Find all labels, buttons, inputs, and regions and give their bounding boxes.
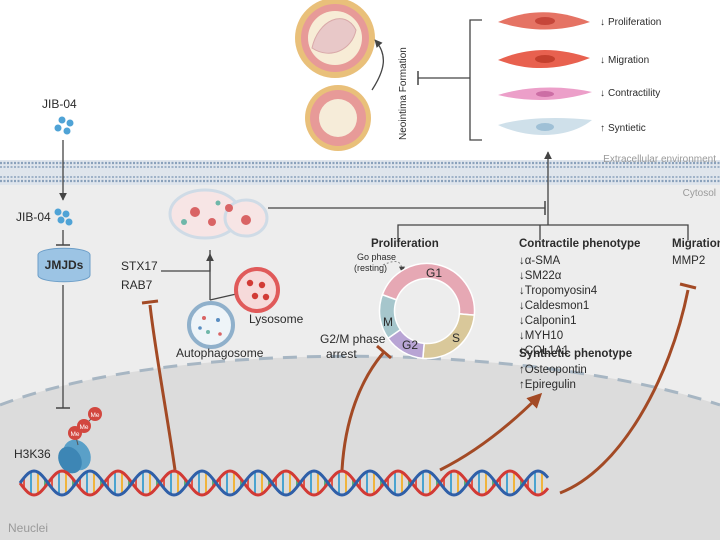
effect-migration-label: Migration (608, 55, 649, 66)
me-mark-3: Me (90, 412, 99, 419)
vessel-neointima (295, 0, 375, 78)
cell-membrane (0, 160, 720, 185)
neointima-label: Neointima Formation (398, 47, 409, 140)
synthetic-activation-curve (439, 392, 543, 472)
phase-g1-label: G1 (426, 266, 442, 280)
jib04-molecules-outside (54, 116, 74, 135)
nuclei-label: Neuclei (8, 521, 48, 535)
contractile-item: ↓Calponin1 (519, 315, 577, 327)
methyl-marks: Me Me Me (68, 407, 102, 440)
contractile-item: ↓Tropomyosin4 (519, 285, 598, 297)
nuclear-envelope (0, 354, 720, 407)
nucleus-region (0, 356, 720, 540)
contractile-item: ↓SM22α (519, 270, 562, 282)
smc-cell-contractility (498, 87, 592, 101)
g0-arrow (382, 261, 405, 273)
jib04-molecules-inside (54, 208, 73, 226)
dna-strand (18, 469, 550, 497)
autolysosome (168, 188, 269, 240)
proliferation-title: Proliferation (371, 238, 439, 250)
phenotype-bracket (397, 224, 689, 240)
cell-cycle-ring (378, 262, 476, 360)
jib04-outside-label: JIB-04 (42, 97, 77, 111)
dna-strand (18, 469, 550, 497)
autophagosome-label: Autophagosome (176, 346, 264, 360)
g0-note-line2: (resting) (354, 263, 387, 273)
autophagosome (187, 301, 235, 349)
cytosol-label: Cytosol (683, 188, 716, 199)
contractile-item: ↓MYH10 (519, 330, 563, 342)
contractile-item: ↓COL1A1 (519, 345, 569, 357)
smc-cell-proliferation (498, 12, 590, 30)
smc-cell-synthetic (498, 117, 592, 136)
contractile-list: ↓α-SMA ↓SM22α ↓Tropomyosin4 ↓Caldesmon1 … (519, 255, 598, 357)
lysosome (234, 267, 280, 313)
effect-proliferation-arrow: ↓ (600, 17, 605, 28)
synthetic-phenotype-title: Synthetic phenotype (519, 348, 632, 360)
migration-title: Migration (672, 238, 720, 250)
contractile-item: ↓Caldesmon1 (519, 300, 589, 312)
arrest-line1: G2/M phase (320, 332, 386, 346)
dna-helix (18, 469, 550, 497)
effect-migration-arrow: ↓ (600, 55, 605, 66)
extracellular-label: Extracellular environment (603, 154, 716, 165)
contractile-title: Contractile phenotype (519, 238, 640, 250)
phase-m-segment (378, 293, 402, 340)
smc-cell-migration (498, 50, 590, 69)
cell-effects-bracket (469, 19, 482, 141)
autophagy-inhibit-bar (141, 299, 159, 305)
phase-s-label: S (452, 331, 460, 345)
phase-m-label: M (383, 315, 393, 329)
migration-item-mmp2: MMP2 (672, 255, 705, 267)
jib04-inside-label: JIB-04 (16, 210, 51, 224)
synthetic-item: ↑Epiregulin (519, 379, 576, 391)
contractile-item: ↓α-SMA (519, 255, 560, 267)
migration-inhibit-curve (559, 289, 690, 495)
synthetic-item: ↑Osteopontin (519, 364, 587, 376)
migration-inhibit-bar (679, 282, 697, 290)
me-mark-2: Me (79, 424, 88, 431)
h3k36-label: H3K36 (14, 447, 51, 461)
arrest-line2: arrest (326, 347, 357, 361)
vessel-normal (305, 85, 371, 151)
autophagy-inhibit-curve (148, 304, 177, 471)
phase-g2-label: G2 (402, 338, 418, 352)
effect-contractility-arrow: ↓ (600, 88, 605, 99)
neointima-arrow (371, 39, 384, 91)
jmjd-protein (37, 247, 91, 283)
g0-note-line1: Go phase (357, 252, 396, 262)
effect-synthetic-label: Syntietic (608, 123, 646, 134)
arrest-inhibit-bar (376, 344, 392, 360)
gene-rab7: RAB7 (121, 278, 153, 292)
me-mark-1: Me (70, 431, 79, 438)
jmjd-label: JMJDs (45, 258, 84, 272)
gene-stx17: STX17 (121, 259, 158, 273)
effect-synthetic-arrow: ↑ (600, 123, 605, 134)
lysosome-label: Lysosome (249, 312, 304, 326)
effect-contractility-label: Contractility (608, 88, 660, 99)
effect-proliferation-label: Proliferation (608, 17, 661, 28)
arrest-inhibit-curve (340, 351, 386, 471)
